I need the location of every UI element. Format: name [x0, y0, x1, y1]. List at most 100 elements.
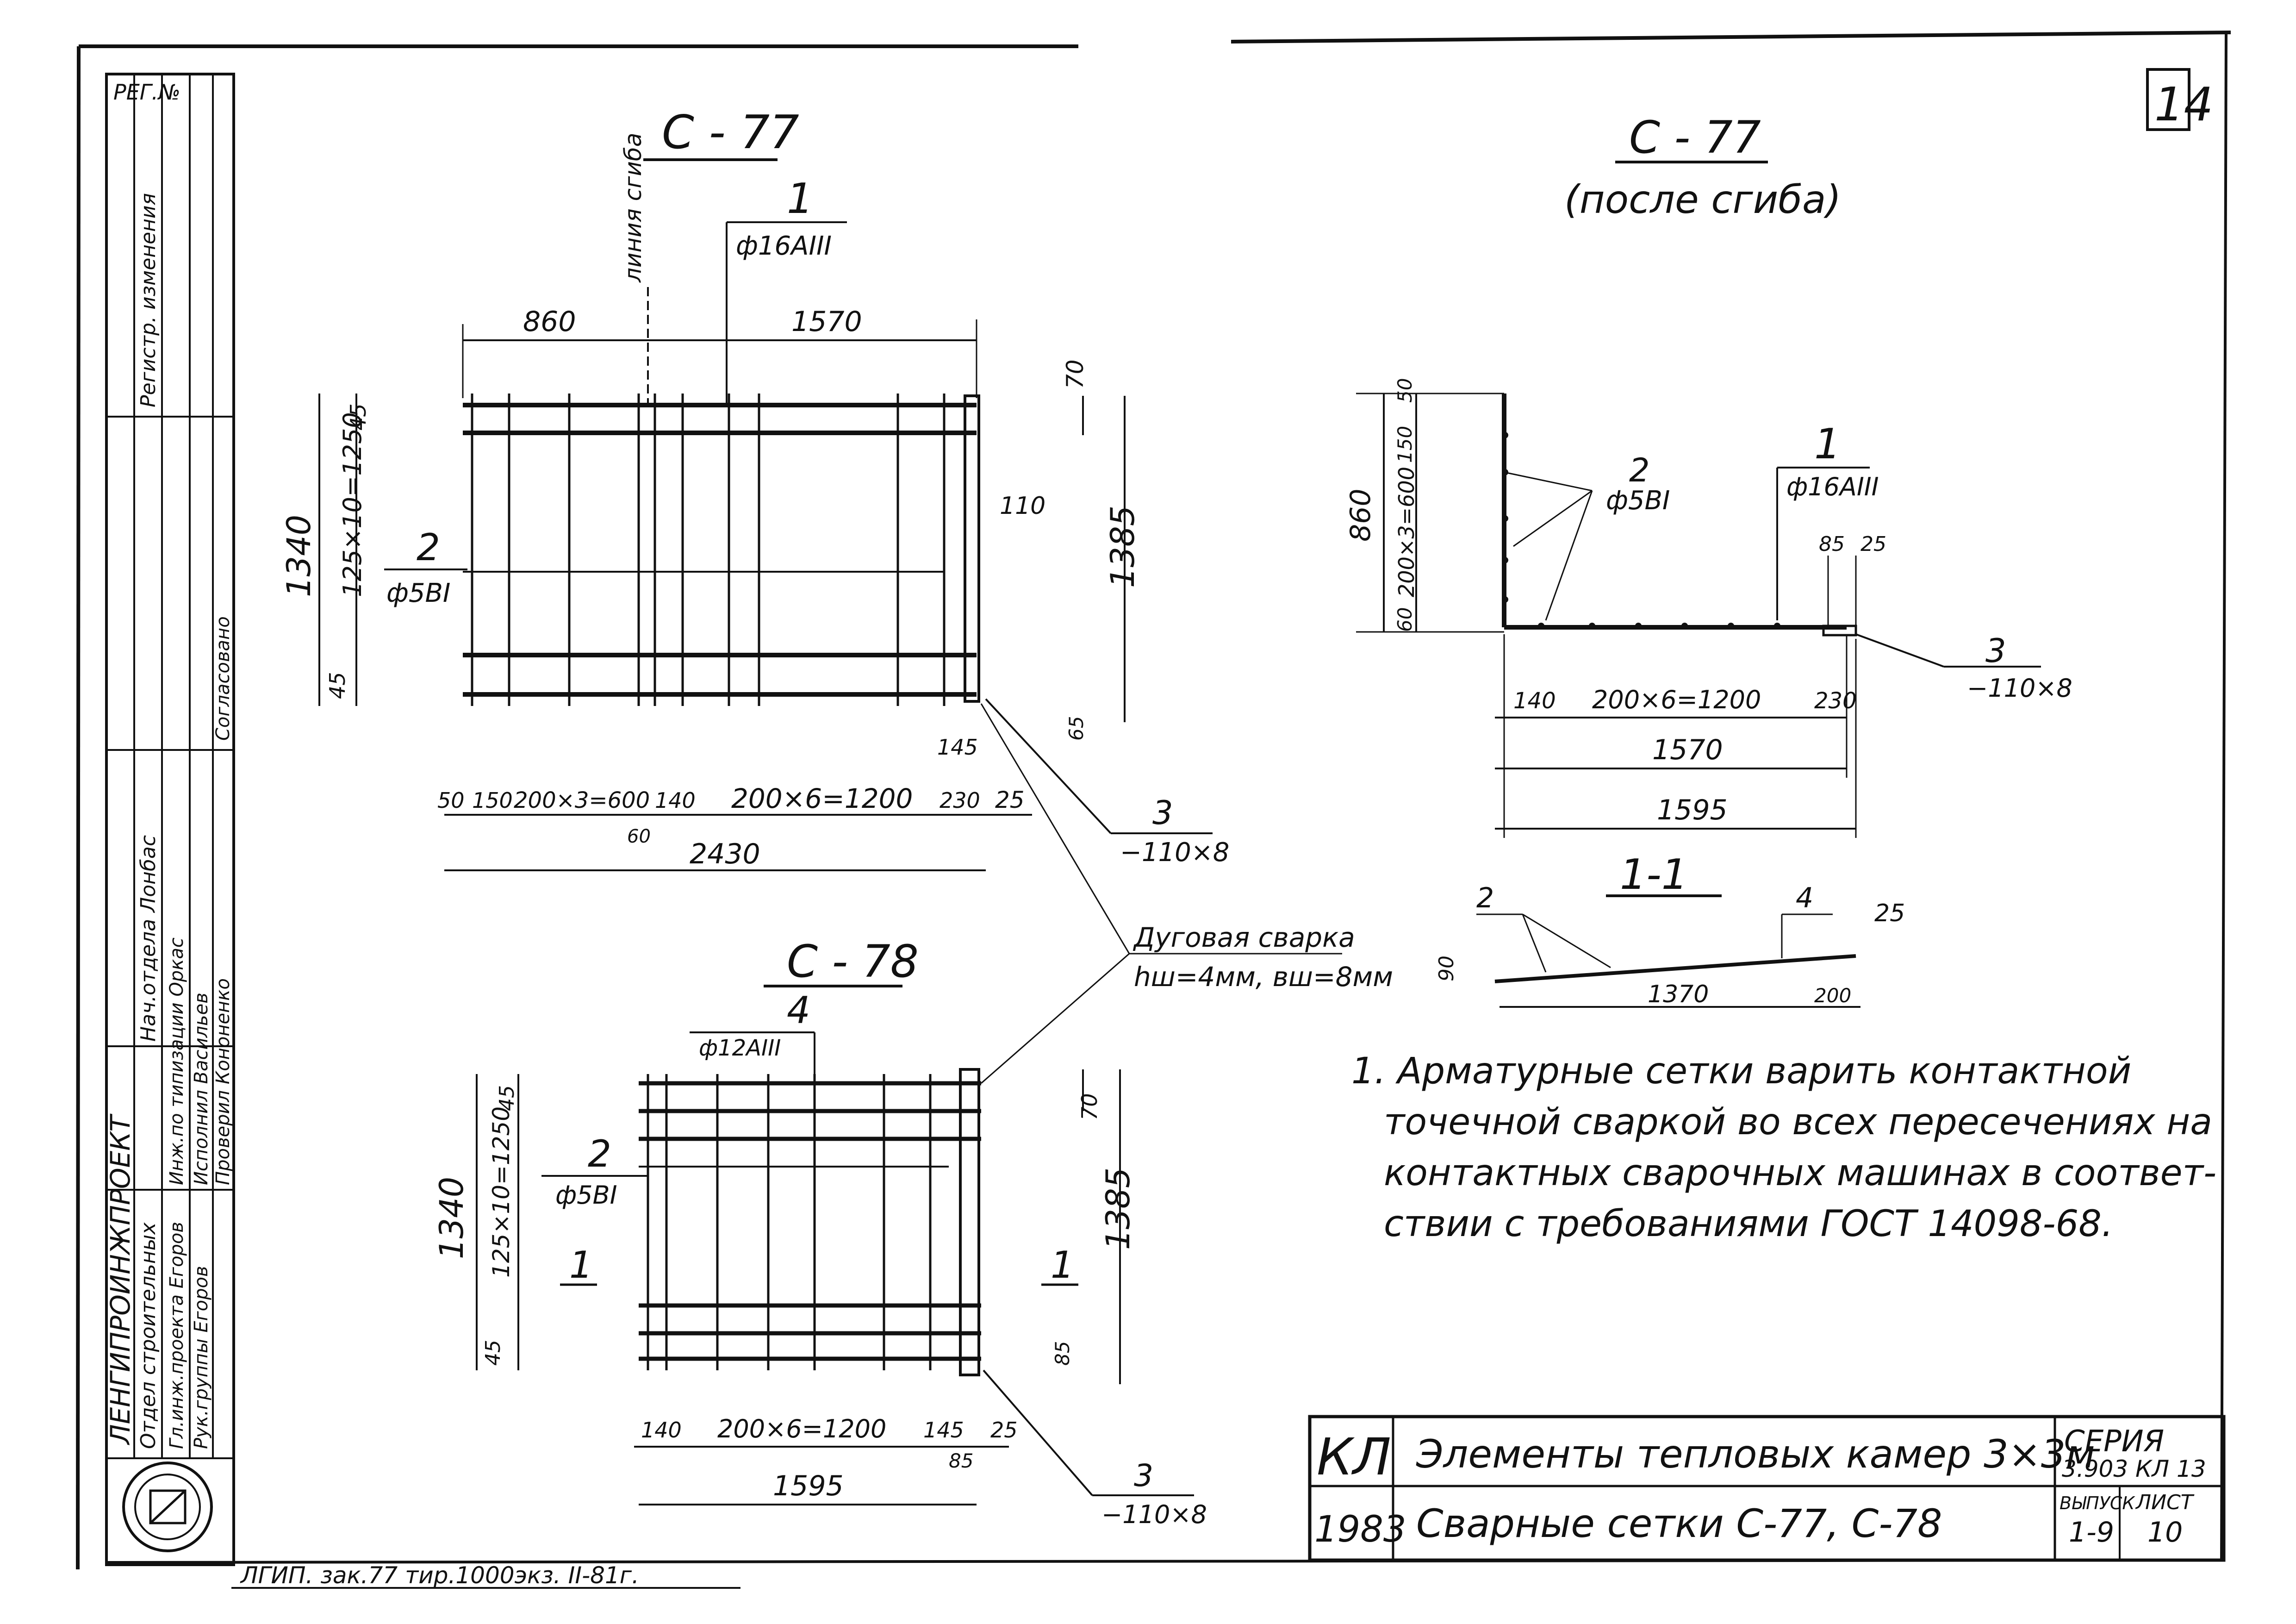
c77-pos3-label: 3 — [1152, 794, 1173, 832]
organization-logo — [122, 1462, 213, 1552]
series-label: СЕРИЯ — [2064, 1424, 2164, 1459]
sheet-label: ЛИСТ — [2135, 1491, 2195, 1514]
c77-dim-1250: 125×10=1250 — [338, 412, 367, 597]
c77-dim-1570: 1570 — [791, 306, 862, 338]
c77-bent-subtitle: (после сгиба) — [1564, 177, 1841, 222]
c77-dim-45-top: 45 — [346, 403, 371, 431]
series-value: 3.903 КЛ 13 — [2062, 1455, 2206, 1482]
c77-bent-pos2-label: 2 — [1629, 451, 1650, 489]
issue-label: ВЫПУСК — [2060, 1493, 2135, 1513]
c77-bent-pos1-label: 1 — [1814, 420, 1841, 468]
c77-flat-drawing: С - 77 линия сгиба 1 ф16АIII 2 ф5BI — [280, 105, 1229, 871]
c78-drawing: С - 78 4 ф12АIII 2 ф5BI 1 1 134 — [433, 936, 1207, 1529]
c77-bend-line-label: линия сгиба — [620, 133, 647, 283]
c78-pos2-label: 2 — [588, 1132, 611, 1175]
c77-pos1-label: 1 — [787, 175, 813, 223]
stamp-row-7: Проверил Кононенко — [212, 978, 234, 1185]
c77-bent-dim-1570: 1570 — [1652, 734, 1723, 766]
issue-value: 1-9 — [2069, 1516, 2114, 1549]
c77-title: С - 77 — [662, 105, 799, 159]
c78-dim-1595: 1595 — [773, 1470, 844, 1502]
c77-dim-45-bottom: 45 — [325, 672, 350, 699]
print-note: ЛГИП. зак.77 тир.1000экз. II-81г. — [240, 1562, 639, 1589]
c77-dim-230: 230 — [940, 788, 980, 813]
c77-bent-dim-85: 85 — [1819, 532, 1845, 556]
c78-dim-45-bottom: 45 — [481, 1340, 505, 1366]
side-stamp: РЕГ.№ ЛЕНГИПРОИНЖПРОЕКТ Нач.отдела Лонба… — [105, 73, 235, 1566]
c77-dim-50: 50 — [437, 788, 465, 813]
c77-bent-dim-600: 200×3=600 — [1394, 467, 1419, 597]
c77-bent-drawing: С - 77 (после сгиба) 860 50 150 200×3=60… — [1344, 112, 2072, 838]
c77-dim-25: 25 — [995, 787, 1025, 813]
c77-bent-strip — [1822, 625, 1857, 637]
c78-dim-1385: 1385 — [1099, 1168, 1137, 1250]
c78-dim-1250: 125×10=1250 — [488, 1106, 515, 1278]
c78-pos3-label: 3 — [1134, 1458, 1153, 1493]
c77-bent-dim-150: 150 — [1394, 426, 1416, 463]
c77-dim-150: 150 — [472, 788, 513, 813]
c77-pos3-strip: −110×8 — [1120, 837, 1229, 868]
c77-pos1-rebar: ф16АIII — [736, 231, 832, 261]
c77-dim-2430: 2430 — [690, 838, 760, 870]
c77-strip — [964, 394, 980, 703]
title-line-1: Элементы тепловых камер 3×3м — [1416, 1431, 2095, 1477]
stamp-row-3: Гл.инж.проекта Егоров — [166, 1222, 187, 1449]
c78-pos4-label: 4 — [787, 989, 810, 1032]
c78-dim-1200: 200×6=1200 — [717, 1414, 886, 1443]
title-year: 1983 — [1314, 1509, 1406, 1550]
organization-name: ЛЕНГИПРОИНЖПРОЕКТ — [105, 1113, 136, 1445]
stamp-row-4: Инж.по типизации Оркас — [166, 937, 187, 1185]
title-block: КЛ 1983 Элементы тепловых камер 3×3м Сва… — [1308, 1415, 2226, 1562]
section-bar — [1494, 954, 1856, 983]
note-line-4: ствии с требованиями ГОСТ 14098-68. — [1384, 1203, 2113, 1245]
welding-line-2: hш=4мм, вш=8мм — [1134, 961, 1393, 993]
section-title: 1-1 — [1620, 850, 1688, 899]
c77-bent-dim-140: 140 — [1513, 688, 1556, 714]
c78-section-right: 1 — [1051, 1243, 1074, 1287]
c77-pos2-label: 2 — [417, 526, 440, 569]
c77-bent-pos1-rebar: ф16АIII — [1786, 472, 1879, 501]
c77-bent-dim-50: 50 — [1394, 378, 1416, 403]
stamp-row-5: Рук.группы Егоров — [191, 1266, 212, 1449]
note-line-3: контактных сварочных машинах в соответ- — [1384, 1152, 2216, 1194]
c78-dim-25: 25 — [990, 1418, 1018, 1443]
page-number-box — [2146, 68, 2190, 131]
stamp-row-6: Исполнил Васильев — [191, 993, 212, 1185]
page-number: 14 — [2154, 77, 2213, 131]
section-dim-1370: 1370 — [1648, 981, 1709, 1008]
c77-bent-pos2-rebar: ф5BI — [1606, 486, 1670, 516]
agreed-label: Согласовано — [212, 616, 234, 741]
c77-bent-dim-1595: 1595 — [1657, 794, 1728, 826]
c77-bent-dim-25: 25 — [1860, 532, 1886, 556]
title-line-2: Сварные сетки С-77, С-78 — [1416, 1501, 1942, 1546]
sheet-frame: 14 — [76, 31, 2231, 1570]
c77-bent-dim-1200: 200×6=1200 — [1592, 685, 1761, 714]
welding-callout: Дуговая сварка hш=4мм, вш=8мм — [980, 703, 1393, 1084]
note-line-1: 1. Арматурные сетки варить контактной — [1351, 1050, 2131, 1092]
welding-line-1: Дуговая сварка — [1132, 922, 1355, 953]
c78-pos4-rebar: ф12АIII — [699, 1035, 781, 1061]
c78-pos2-rebar: ф5BI — [555, 1181, 617, 1210]
registration-stamp: РЕГ.№ — [113, 80, 180, 105]
section-dim-200: 200 — [1814, 984, 1851, 1007]
c77-dim-860: 860 — [523, 306, 576, 338]
c78-dim-1340: 1340 — [433, 1177, 471, 1259]
c77-dim-110: 110 — [1000, 492, 1045, 520]
section-label-4: 4 — [1796, 882, 1813, 914]
c77-bent-pos3-label: 3 — [1985, 632, 2006, 670]
c77-dim-145: 145 — [937, 735, 978, 760]
c78-title: С - 78 — [787, 936, 919, 987]
title-code: КЛ — [1317, 1427, 1391, 1487]
c77-bent-dim-60: 60 — [1394, 607, 1416, 632]
c78-dim-85: 85 — [949, 1449, 973, 1472]
c77-dim-1200: 200×6=1200 — [731, 783, 913, 814]
c77-bent-dim-860: 860 — [1344, 488, 1377, 542]
c78-dim-85-right: 85 — [1051, 1341, 1074, 1366]
c77-dim-1340: 1340 — [280, 515, 318, 597]
c78-dim-145: 145 — [923, 1418, 964, 1443]
section-dim-90: 90 — [1435, 956, 1458, 981]
stamp-row-2: Отдел строительных — [137, 1222, 160, 1449]
section-label-2: 2 — [1476, 882, 1494, 914]
c77-dim-140: 140 — [655, 788, 696, 813]
